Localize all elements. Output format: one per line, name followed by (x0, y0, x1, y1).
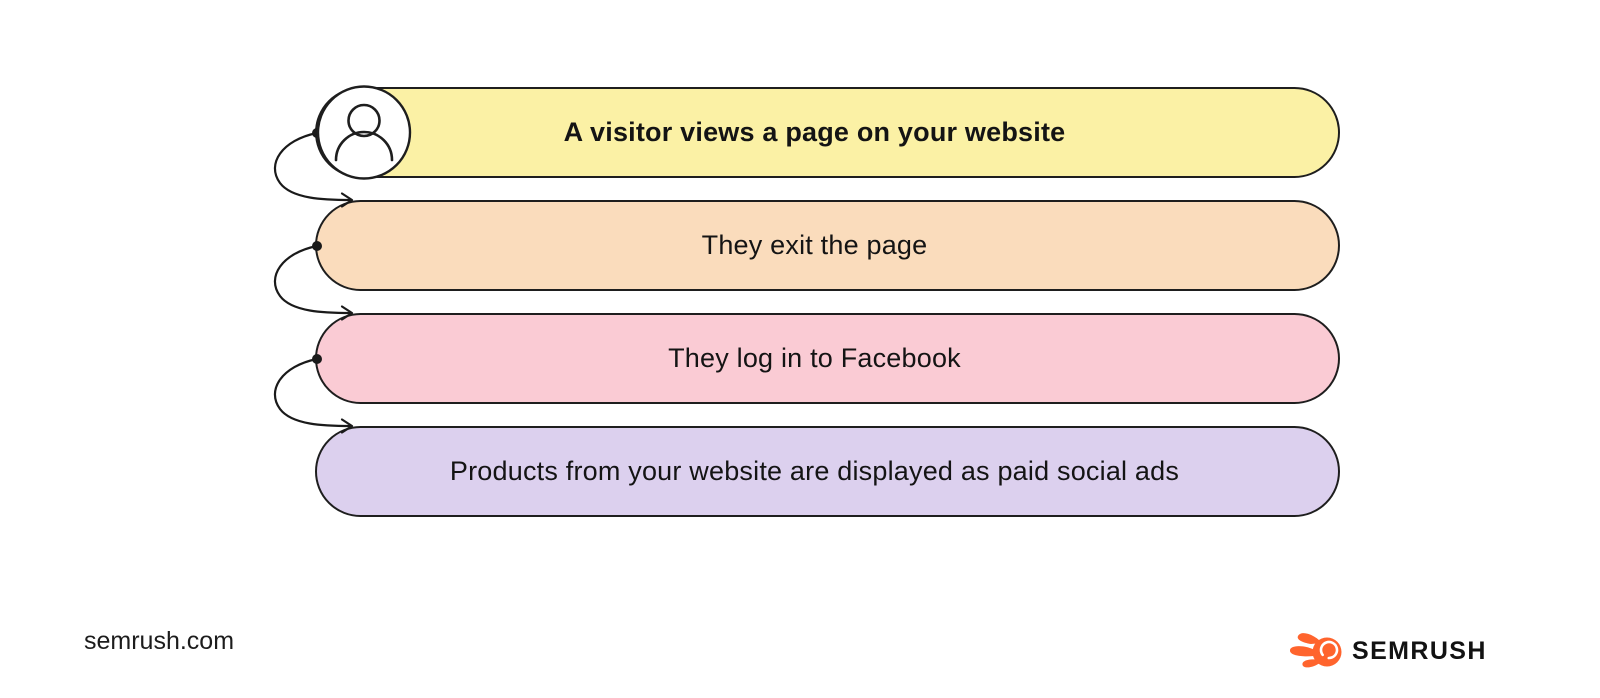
site-url: semrush.com (84, 627, 235, 655)
semrush-logo-icon (1289, 633, 1342, 668)
step-bar-4: Products from your website are displayed… (315, 426, 1340, 517)
step-label-4: Products from your website are displayed… (449, 456, 1180, 486)
step-bar-1: A visitor views a page on your website (315, 87, 1340, 178)
step-bar-2: They exit the page (315, 200, 1340, 291)
step-label-2: They exit the page (701, 230, 928, 260)
step-label-1: A visitor views a page on your website (563, 117, 1066, 147)
semrush-wordmark: SEMRUSH (1352, 637, 1487, 665)
step-bar-3: They log in to Facebook (315, 313, 1340, 404)
step-label-3: They log in to Facebook (668, 343, 961, 373)
